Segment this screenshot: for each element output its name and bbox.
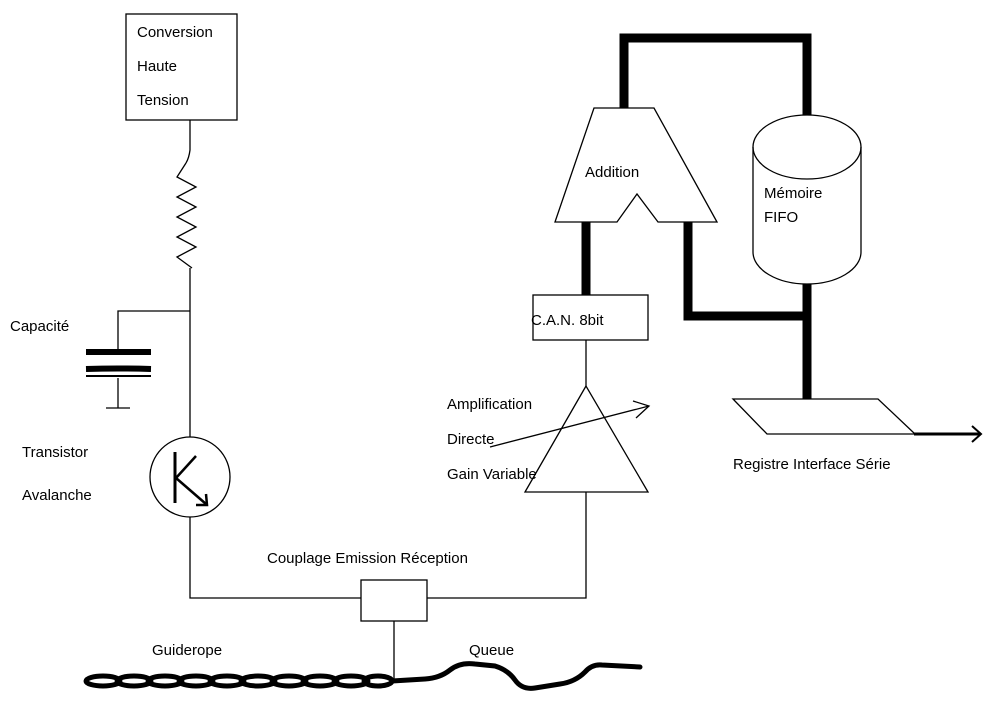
bus-adder-fifo	[619, 33, 812, 139]
conversion-box	[125, 13, 238, 121]
resistor-icon	[175, 162, 198, 269]
queue-wave-icon	[389, 661, 643, 691]
guiderope-chain-icon	[83, 673, 395, 689]
conversion-label-line1: Conversion	[137, 24, 213, 41]
amplification-label-line1: Amplification	[447, 396, 532, 413]
wire-coupler-amplifier	[427, 492, 587, 599]
memoire-label-line2: FIFO	[764, 209, 798, 226]
amplification-label-line2: Directe	[447, 431, 495, 448]
guiderope-label: Guiderope	[152, 642, 222, 659]
serial-output-arrow-icon	[971, 425, 983, 443]
fifo-cylinder-icon	[752, 114, 862, 285]
transistor-collector	[175, 455, 197, 479]
bus-fifo-adder	[683, 222, 807, 321]
wire-transistor-coupler	[189, 517, 361, 599]
queue-label: Queue	[469, 642, 514, 659]
can-label: C.A.N. 8bit	[531, 312, 604, 329]
transistor-emitter	[175, 477, 207, 505]
transistor-emitter-arrow	[196, 493, 209, 507]
wire-conversion-resistor	[185, 120, 191, 164]
transistor-icon	[149, 436, 231, 518]
capacitor-bottom-plate	[85, 365, 152, 372]
registre-label: Registre Interface Série	[733, 456, 891, 473]
capacite-label: Capacité	[10, 318, 69, 335]
addition-label: Addition	[585, 164, 639, 181]
adder-icon	[554, 107, 719, 223]
adc-box	[532, 294, 649, 341]
conversion-label-line2: Haute	[137, 58, 177, 75]
amplifier-icon	[523, 384, 650, 493]
amplification-label-line3: Gain Variable	[447, 466, 537, 483]
register-shape	[731, 398, 917, 435]
fifo-cylinder-top-rim	[752, 146, 862, 180]
couplage-label: Couplage Emission Réception	[267, 550, 468, 567]
variable-gain-arrow-shaft	[489, 405, 650, 448]
transistor-label-line2: Avalanche	[22, 487, 92, 504]
variable-gain-arrow-head	[632, 400, 651, 419]
transistor-label-line1: Transistor	[22, 444, 88, 461]
memoire-label-line1: Mémoire	[764, 185, 822, 202]
coupler-box	[360, 579, 428, 622]
wire-capacitor-branch	[117, 310, 190, 351]
conversion-label-line3: Tension	[137, 92, 189, 109]
